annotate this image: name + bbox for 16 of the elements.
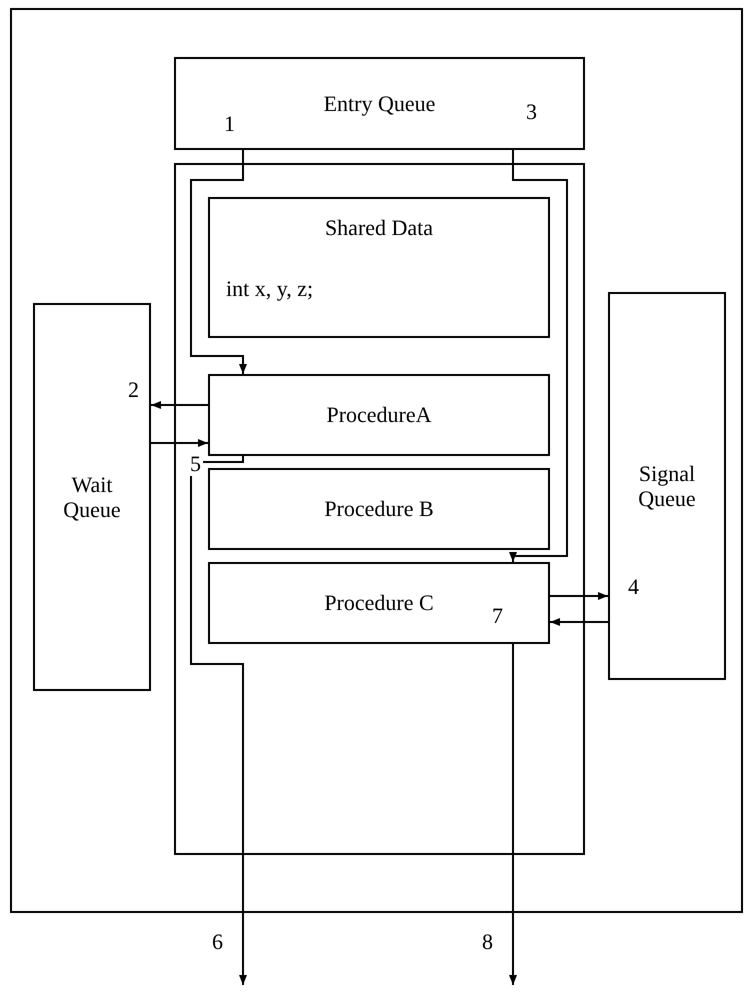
- arrow: [550, 618, 608, 626]
- process-box: [208, 374, 550, 456]
- container-box: [174, 163, 585, 855]
- arrow: [509, 150, 568, 562]
- process-box: [208, 468, 550, 550]
- arrow: [509, 644, 517, 985]
- container-box: [10, 8, 743, 913]
- process-box: [608, 292, 726, 680]
- arrow: [151, 439, 208, 447]
- arrow: [151, 401, 208, 409]
- process-box: [33, 303, 151, 691]
- arrow: [190, 150, 247, 374]
- arrow: [190, 456, 247, 985]
- arrow: [550, 592, 608, 600]
- process-box: [208, 197, 550, 338]
- process-box: [208, 562, 550, 644]
